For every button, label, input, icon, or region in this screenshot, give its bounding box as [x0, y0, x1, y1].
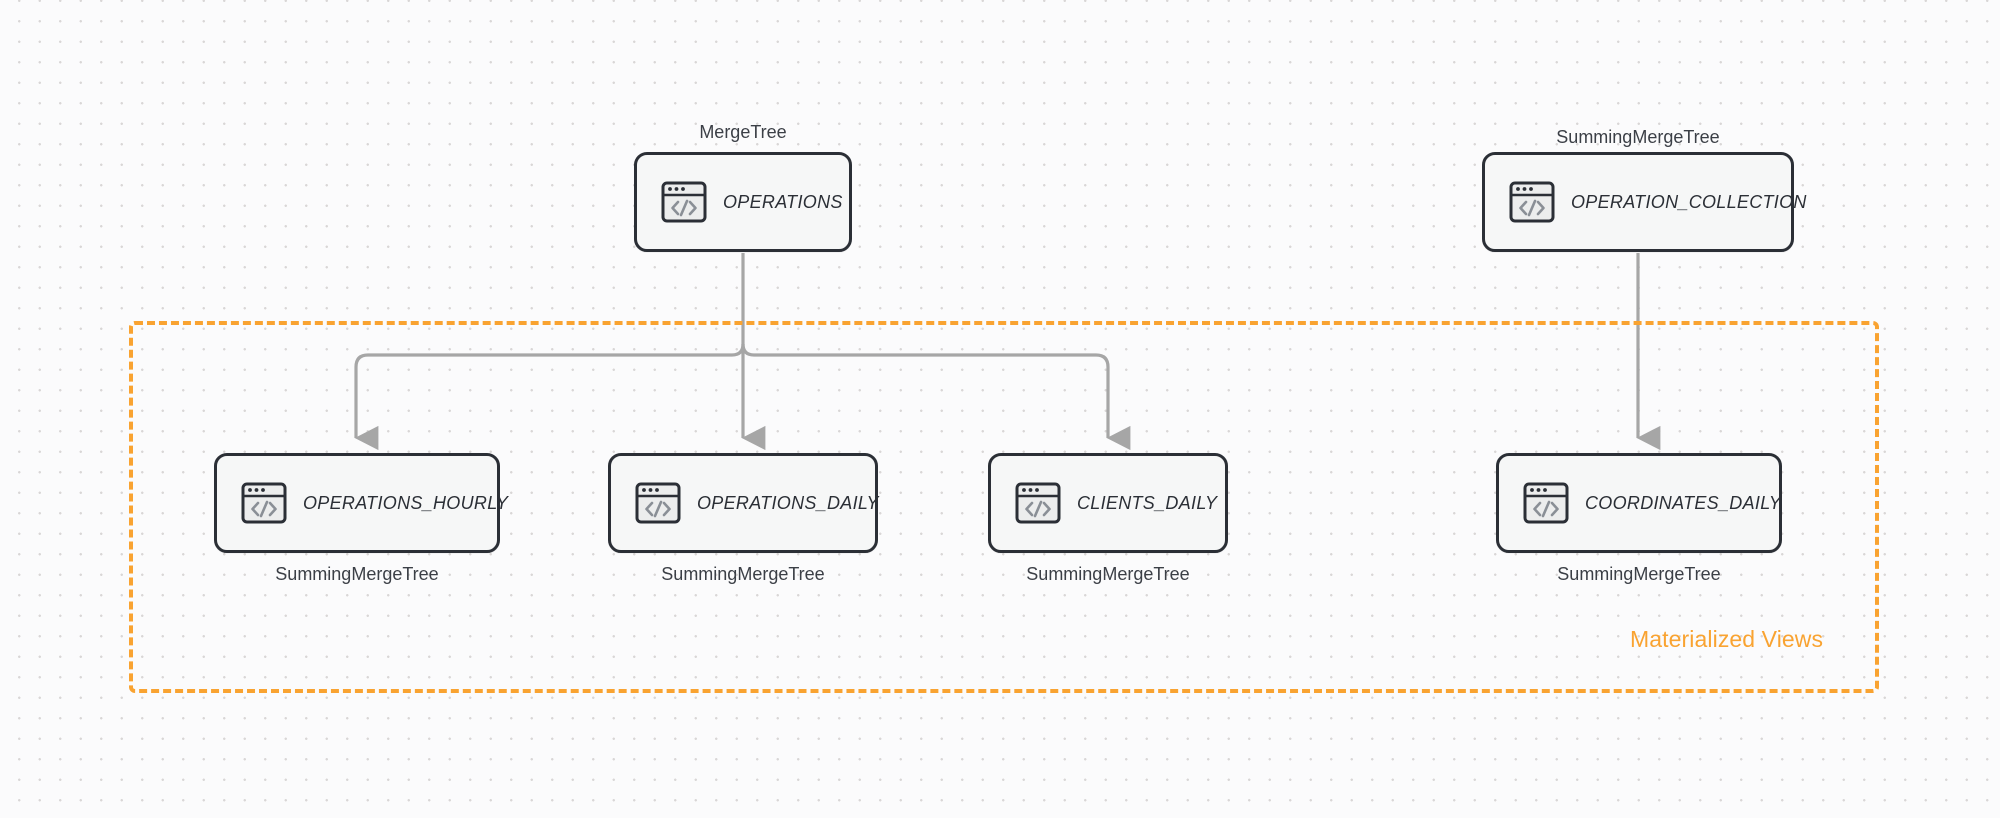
node-operations-hourly[interactable]: OPERATIONS_HOURLY	[214, 453, 508, 553]
engine-caption-operations-hourly: SummingMergeTree	[275, 564, 439, 584]
node-label: OPERATIONS_HOURLY	[303, 492, 509, 513]
engine-caption-operations: MergeTree	[699, 122, 787, 142]
node-label: OPERATIONS_DAILY	[697, 492, 879, 513]
code-window-icon	[635, 482, 681, 524]
code-window-icon	[1523, 482, 1569, 524]
engine-caption-clients-daily: SummingMergeTree	[1026, 564, 1190, 584]
node-operations[interactable]: OPERATIONS	[634, 152, 852, 252]
code-window-icon	[1015, 482, 1061, 524]
node-label: CLIENTS_DAILY	[1077, 492, 1218, 513]
node-coordinates-daily[interactable]: COORDINATES_DAILY	[1496, 453, 1782, 553]
materialized-views-group[interactable]	[129, 321, 1879, 693]
node-operation-collection[interactable]: OPERATION_COLLECTION	[1482, 152, 1806, 252]
engine-caption-coordinates-daily: SummingMergeTree	[1557, 564, 1721, 584]
materialized-views-group-label: Materialized Views	[1630, 626, 1824, 652]
engine-caption-operations-daily: SummingMergeTree	[661, 564, 825, 584]
node-label: OPERATIONS	[723, 191, 843, 212]
node-label: OPERATION_COLLECTION	[1571, 191, 1807, 212]
code-window-icon	[241, 482, 287, 524]
code-window-icon	[661, 181, 707, 223]
code-window-icon	[1509, 181, 1555, 223]
node-operations-daily[interactable]: OPERATIONS_DAILY	[608, 453, 879, 553]
node-label: COORDINATES_DAILY	[1585, 492, 1782, 513]
engine-caption-operation-collection: SummingMergeTree	[1556, 127, 1720, 147]
node-clients-daily[interactable]: CLIENTS_DAILY	[988, 453, 1228, 553]
